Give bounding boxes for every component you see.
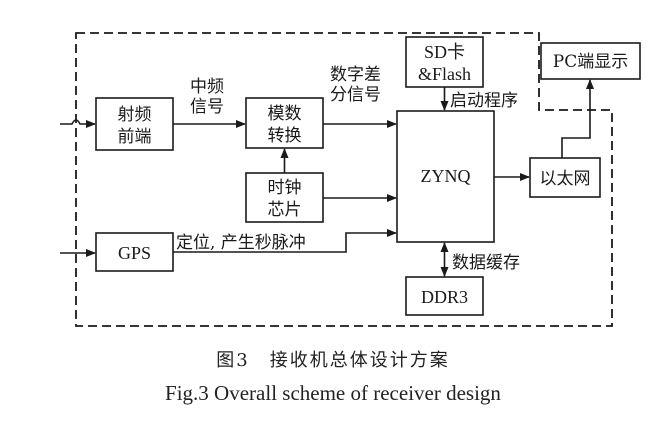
- sd-flash-label-2: &Flash: [418, 64, 471, 84]
- clock-label-2: 芯片: [268, 200, 302, 220]
- adc-label-1: 模数: [268, 104, 302, 124]
- rf-frontend-label-1: 射频: [118, 105, 152, 125]
- edge-gps-zynq: [173, 229, 397, 253]
- sd-flash-label-1: SD卡: [424, 42, 465, 62]
- ethernet-block: 以太网: [529, 157, 601, 198]
- digital-diff-label-1: 数字差: [330, 65, 381, 85]
- adc-block: 模数 转换: [245, 97, 324, 149]
- digital-diff-label-2: 分信号: [330, 85, 381, 105]
- boot-program-label: 启动程序: [450, 91, 518, 111]
- figure-caption-english: Fig.3 Overall scheme of receiver design: [165, 381, 501, 405]
- ddr3-block: DDR3: [405, 276, 484, 316]
- figure-caption-chinese: 图3 接收机总体设计方案: [216, 350, 450, 371]
- gps-pps-label: 定位, 产生秒脉冲: [176, 233, 306, 253]
- gps-block: GPS: [95, 232, 174, 272]
- ddr3-label: DDR3: [421, 287, 468, 307]
- adc-label-2: 转换: [268, 126, 302, 146]
- rf-frontend-block: 射频 前端: [95, 97, 174, 151]
- if-signal-label-2: 信号: [190, 97, 224, 117]
- sd-flash-block: SD卡 &Flash: [405, 36, 484, 88]
- system-boundary: [75, 32, 613, 327]
- zynq-label: ZYNQ: [421, 166, 471, 186]
- data-cache-label: 数据缓存: [452, 253, 520, 273]
- pc-display-block: PC端显示: [540, 42, 641, 80]
- ethernet-label: 以太网: [540, 169, 591, 189]
- if-signal-label-1: 中频: [190, 77, 224, 97]
- edge-ethernet-pc: [561, 79, 594, 158]
- zynq-block: ZYNQ: [396, 110, 495, 243]
- clock-chip-block: 时钟 芯片: [245, 172, 324, 223]
- rf-frontend-label-2: 前端: [118, 127, 152, 147]
- gps-label: GPS: [118, 243, 151, 263]
- edge-input-rf: [60, 119, 96, 128]
- clock-label-1: 时钟: [268, 178, 302, 198]
- pc-display-label: PC端显示: [553, 52, 628, 72]
